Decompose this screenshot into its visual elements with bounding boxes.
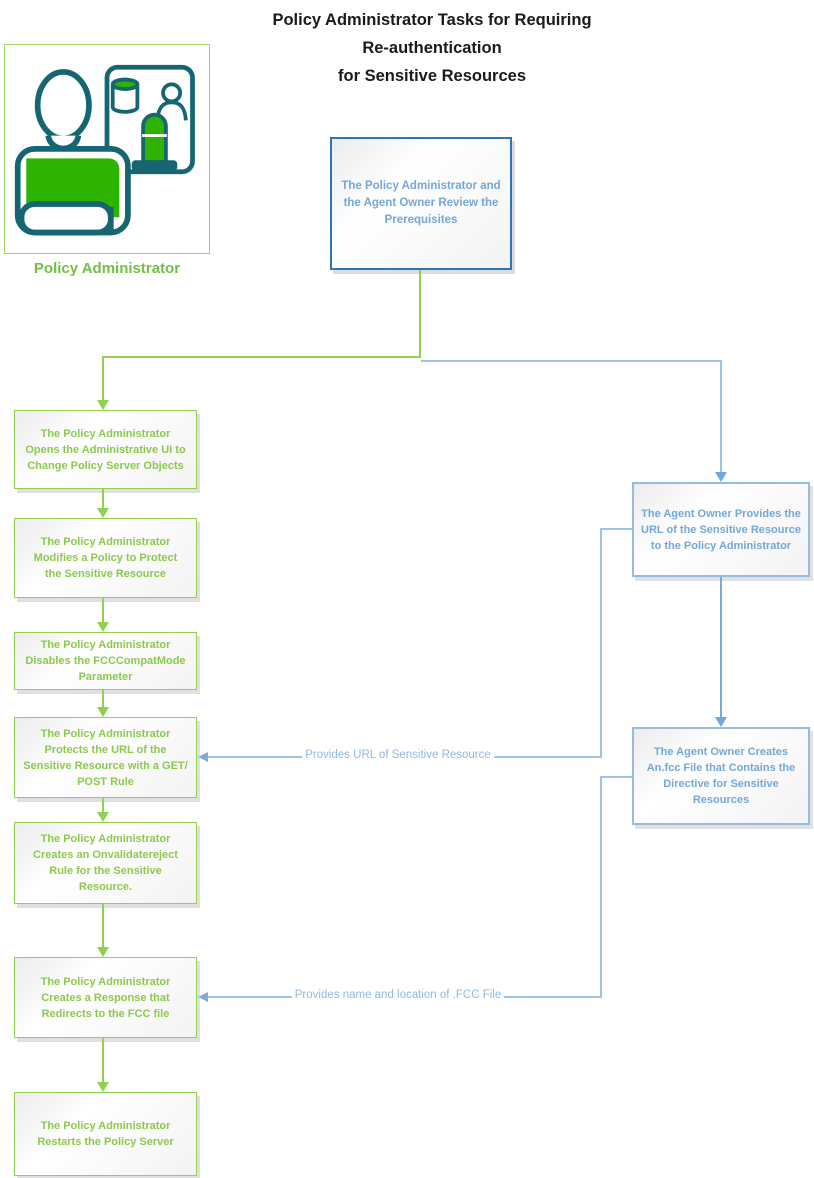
arrowhead-left-3-4	[97, 707, 109, 717]
flow-box-restart-policy-server: The Policy Administrator Restarts the Po…	[14, 1092, 197, 1176]
arrowhead-right-1-2	[715, 717, 727, 727]
page-title-line-3: for Sensitive Resources	[338, 67, 526, 85]
flow-box-modify-policy: The Policy Administrator Modifies a Poli…	[14, 518, 197, 598]
arrowhead-connector-a	[198, 752, 208, 762]
page-title-line-2: Re-authentication	[362, 39, 502, 57]
flow-box-create-redirect-response: The Policy Administrator Creates a Respo…	[14, 957, 197, 1038]
policy-administrator-label: Policy Administrator	[33, 260, 181, 277]
arrowhead-left-2-3	[97, 622, 109, 632]
connector-left-5-6	[102, 904, 104, 948]
connector-right-1-2	[720, 577, 722, 718]
flow-box-review-prerequisites: The Policy Administrator and the Agent O…	[330, 137, 512, 270]
connector-left-6-7	[102, 1038, 104, 1083]
connector-left-2-3	[102, 598, 104, 623]
connector-start-left-branch	[102, 356, 421, 358]
arrowhead-left-4-5	[97, 812, 109, 822]
connector-right-branch-down	[720, 360, 722, 472]
connector-a-from-right-box-1	[601, 528, 632, 530]
page-title: Policy Administrator Tasks for Requiring…	[50, 6, 814, 90]
connector-start-right-branch	[421, 360, 721, 362]
arrowhead-left-5-6	[97, 947, 109, 957]
connector-left-branch-down	[102, 356, 104, 400]
connector-left-4-5	[102, 798, 104, 813]
flow-box-disable-fcccompatmode: The Policy Administrator Disables the FC…	[14, 632, 197, 690]
policy-administrator-figure-box	[4, 44, 210, 254]
flow-box-open-admin-ui: The Policy Administrator Opens the Admin…	[14, 410, 197, 489]
connector-left-3-4	[102, 690, 104, 708]
connector-b-label: Provides name and location of .FCC File	[291, 989, 505, 1001]
flow-box-agent-owner-provides-url: The Agent Owner Provides the URL of the …	[632, 482, 810, 577]
connector-start-down	[419, 270, 421, 357]
arrowhead-left-1-2	[97, 508, 109, 518]
arrowhead-into-left-box-1	[97, 400, 109, 410]
flow-box-create-onvalidatereject-rule: The Policy Administrator Creates an Onva…	[14, 822, 197, 904]
connector-left-1-2	[102, 489, 104, 509]
connector-a-label: Provides URL of Sensitive Resource	[302, 749, 494, 761]
arrowhead-connector-b	[198, 992, 208, 1002]
flow-box-protect-url-getpost-rule: The Policy Administrator Protects the UR…	[14, 717, 197, 798]
flow-box-agent-owner-creates-fcc: The Agent Owner Creates An.fcc File that…	[632, 727, 810, 825]
page-title-line-1: Policy Administrator Tasks for Requiring	[272, 11, 592, 29]
connector-a-down	[600, 528, 602, 758]
policy-administrator-person-icon	[12, 51, 202, 248]
arrowhead-into-right-box-1	[715, 472, 727, 482]
connector-b-down	[600, 776, 602, 998]
arrowhead-left-6-7	[97, 1082, 109, 1092]
connector-b-from-right-box-2	[601, 776, 632, 778]
